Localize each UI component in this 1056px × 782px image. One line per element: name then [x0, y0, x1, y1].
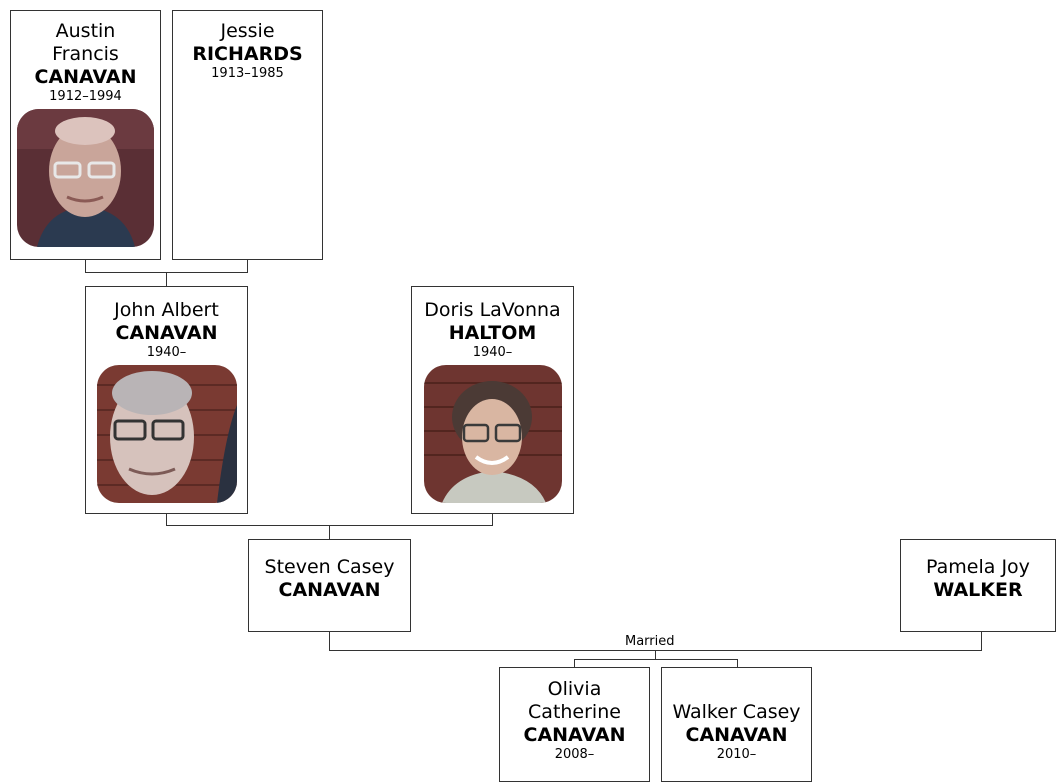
given-name: Pamela Joy: [926, 556, 1030, 578]
surname: CANAVAN: [34, 66, 137, 88]
portrait-photo-icon: [96, 365, 237, 503]
surname: CANAVAN: [523, 724, 626, 746]
surname: CANAVAN: [685, 724, 788, 746]
given-name-line-1: Olivia: [547, 678, 602, 700]
person-card-austin[interactable]: Austin Francis CANAVAN 1912–1994: [10, 10, 161, 260]
connector-jessie: [247, 259, 248, 273]
person-card-walker[interactable]: Walker Casey CANAVAN 2010–: [661, 667, 812, 782]
surname: WALKER: [933, 579, 1023, 601]
person-card-olivia[interactable]: Olivia Catherine CANAVAN 2008–: [499, 667, 650, 782]
connector-to-john: [166, 272, 167, 286]
given-name-line-1: Austin: [55, 20, 116, 42]
connector-walker: [737, 659, 738, 667]
person-card-pamela[interactable]: Pamela Joy WALKER: [900, 539, 1056, 632]
given-name: Steven Casey: [264, 556, 395, 578]
life-dates: 1940–: [472, 345, 513, 360]
given-name-line-2: Francis: [52, 43, 119, 65]
given-name: Jessie: [220, 20, 275, 42]
given-name: Doris LaVonna: [424, 299, 561, 321]
surname: RICHARDS: [192, 43, 303, 65]
life-dates: 1912–1994: [49, 89, 122, 104]
surname: HALTOM: [448, 322, 537, 344]
person-card-john[interactable]: John Albert CANAVAN 1940–: [85, 286, 248, 514]
given-name: John Albert: [114, 299, 219, 321]
children-sibling-line: [574, 659, 738, 660]
life-dates: 1913–1985: [211, 66, 284, 81]
life-dates: 2010–: [716, 747, 757, 762]
connector-austin: [85, 259, 86, 273]
connector-doris: [492, 513, 493, 526]
connector-john: [166, 513, 167, 526]
person-card-doris[interactable]: Doris LaVonna HALTOM 1940–: [411, 286, 574, 514]
connector-olivia: [574, 659, 575, 667]
connector-steven: [329, 631, 330, 651]
portrait-photo-icon: [423, 365, 562, 503]
given-name: Walker Casey: [672, 701, 801, 723]
given-name-line-2: Catherine: [528, 701, 621, 723]
surname: CANAVAN: [115, 322, 218, 344]
life-dates: 2008–: [554, 747, 595, 762]
connector-pamela: [981, 631, 982, 651]
connector-to-children: [655, 650, 656, 660]
person-card-jessie[interactable]: Jessie RICHARDS 1913–1985: [172, 10, 323, 260]
person-card-steven[interactable]: Steven Casey CANAVAN: [248, 539, 411, 632]
life-dates: 1940–: [146, 345, 187, 360]
surname: CANAVAN: [278, 579, 381, 601]
relationship-label: Married: [624, 634, 676, 649]
connector-to-steven: [329, 525, 330, 539]
portrait-photo-icon: [17, 109, 154, 247]
